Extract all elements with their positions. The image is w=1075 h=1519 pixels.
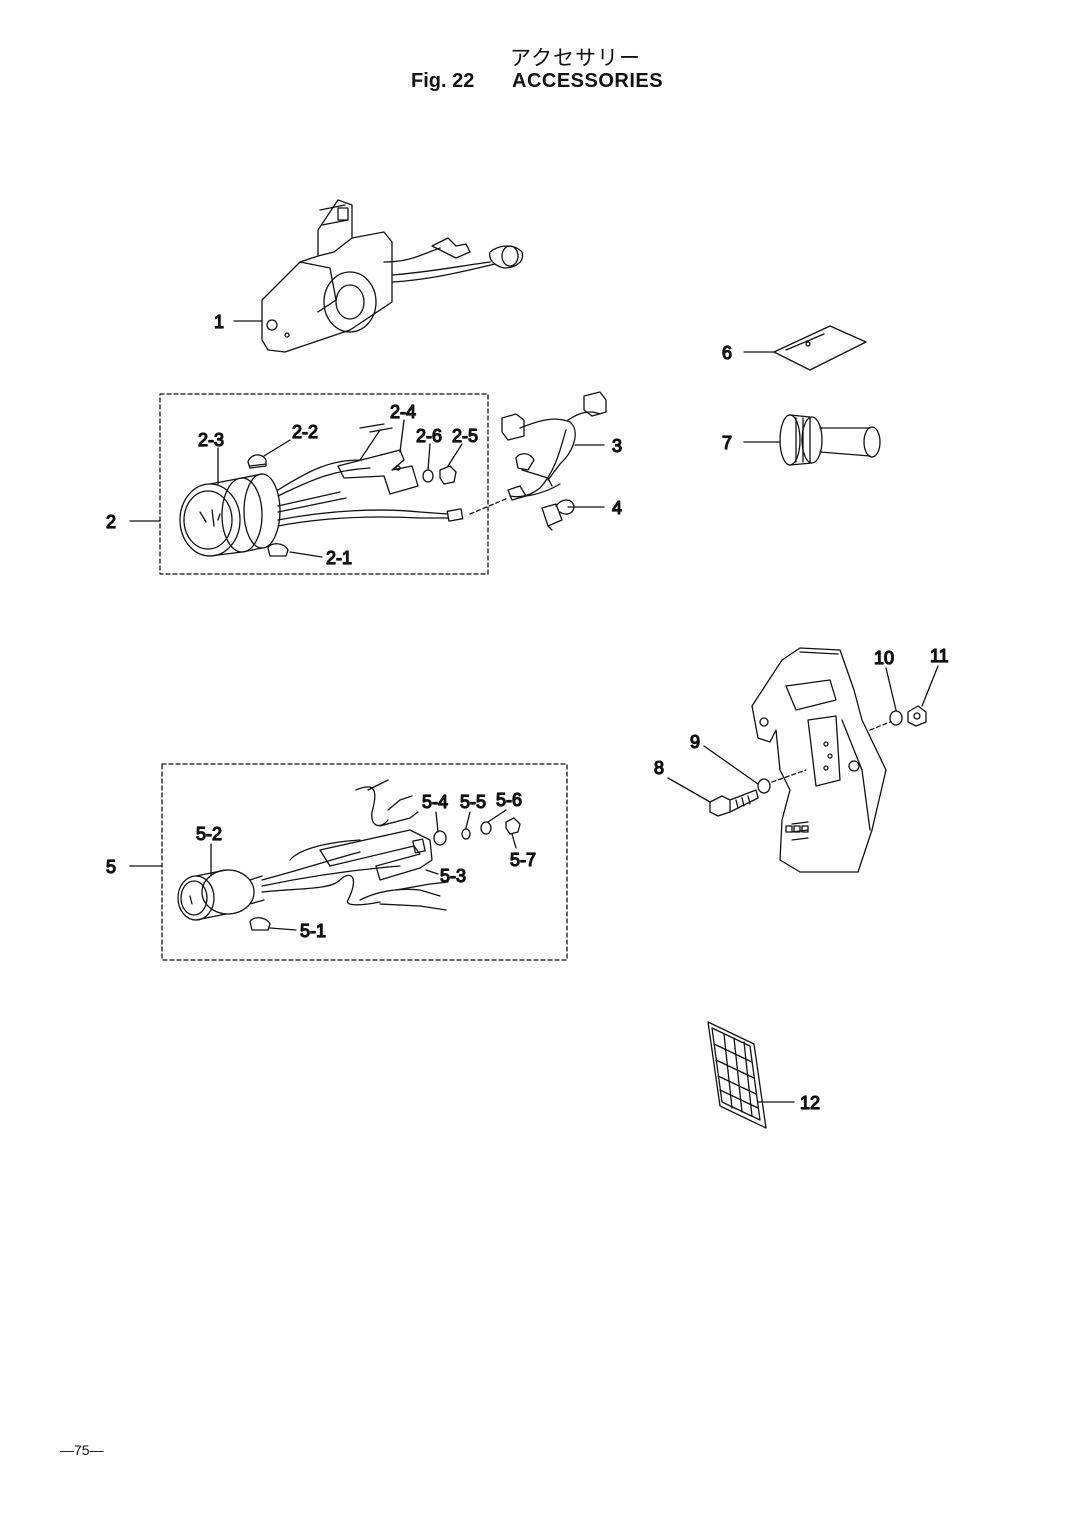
leader-line xyxy=(435,811,439,833)
pad-6 xyxy=(773,325,867,371)
callout-11: 11 xyxy=(930,646,949,666)
callout-2-2: 2-2 xyxy=(292,422,318,442)
wire-harness-3 xyxy=(501,391,607,501)
callout-2-3: 2-3 xyxy=(198,430,224,450)
gauge-wiring-5 xyxy=(261,779,449,911)
nut-5-7 xyxy=(505,817,521,835)
leader-line xyxy=(447,443,463,467)
callout-5-7: 5-7 xyxy=(510,850,536,870)
bulb-2-1 xyxy=(267,543,289,557)
leader-line xyxy=(487,809,507,823)
assembly-dashed-line xyxy=(771,769,807,783)
washer-5-5 xyxy=(461,828,471,840)
callout-10: 10 xyxy=(874,648,894,668)
assembly-dashed-line xyxy=(869,721,891,731)
washer-10 xyxy=(889,710,903,726)
callout-5-3: 5-3 xyxy=(440,866,466,886)
callout-5-4: 5-4 xyxy=(422,792,448,812)
nut-11 xyxy=(907,705,927,727)
callout-2-5: 2-5 xyxy=(452,426,478,446)
callout-5-2: 5-2 xyxy=(196,824,222,844)
leader-line xyxy=(427,443,431,471)
title-japanese: アクセサリー xyxy=(510,46,641,70)
callout-5-5: 5-5 xyxy=(460,792,486,812)
callout-2-1: 2-1 xyxy=(326,548,352,568)
callout-2-4: 2-4 xyxy=(390,402,416,422)
clamp-bracket xyxy=(751,647,887,873)
washer-2-6 xyxy=(422,469,434,483)
figure-title: ACCESSORIES xyxy=(512,70,664,92)
callout-6: 6 xyxy=(722,343,732,363)
hose-fitting-7 xyxy=(779,414,881,466)
leader-line xyxy=(885,667,897,711)
callout-7: 7 xyxy=(722,433,732,453)
assembly-box-2 xyxy=(159,393,489,575)
leader-line xyxy=(263,439,291,457)
washer-5-6 xyxy=(480,821,492,835)
callout-4: 4 xyxy=(612,498,622,518)
trim-meter-gauge xyxy=(177,869,265,921)
remote-control-box xyxy=(261,199,524,353)
leader-line xyxy=(289,551,323,558)
page-number: —75— xyxy=(60,1442,104,1458)
tachometer-gauge xyxy=(179,473,281,557)
assembly-dashed-line xyxy=(469,497,509,515)
leader-line xyxy=(465,811,471,829)
callout-12: 12 xyxy=(800,1093,820,1113)
bulb-2-2 xyxy=(247,454,267,469)
leader-line xyxy=(921,665,939,707)
washer-5-4 xyxy=(433,830,447,846)
assembly-box-5 xyxy=(161,763,568,961)
nut-2-5 xyxy=(439,465,457,485)
callout-2-6: 2-6 xyxy=(416,426,442,446)
bracket-5-3 xyxy=(319,829,433,881)
bracket-2-4 xyxy=(337,449,419,495)
leader-line xyxy=(269,927,297,931)
leader-line xyxy=(399,419,405,453)
callout-8: 8 xyxy=(654,758,664,778)
callout-5-6: 5-6 xyxy=(496,790,522,810)
bulb-5-1 xyxy=(249,917,271,931)
leader-line xyxy=(703,745,759,785)
leader-line xyxy=(511,833,517,849)
callout-5-1: 5-1 xyxy=(300,921,326,941)
callout-2: 2 xyxy=(106,512,116,532)
leader-line xyxy=(425,869,439,875)
label-decal-12 xyxy=(707,1021,767,1129)
callout-1: 1 xyxy=(214,312,224,332)
figure-number: Fig. 22 xyxy=(411,70,475,92)
leader-line xyxy=(667,777,711,803)
bolt-8 xyxy=(709,789,759,817)
callout-5: 5 xyxy=(106,857,116,877)
washer-9 xyxy=(757,778,771,794)
callout-3: 3 xyxy=(612,436,622,456)
callout-9: 9 xyxy=(690,732,700,752)
fuse-holder-4 xyxy=(541,499,575,531)
